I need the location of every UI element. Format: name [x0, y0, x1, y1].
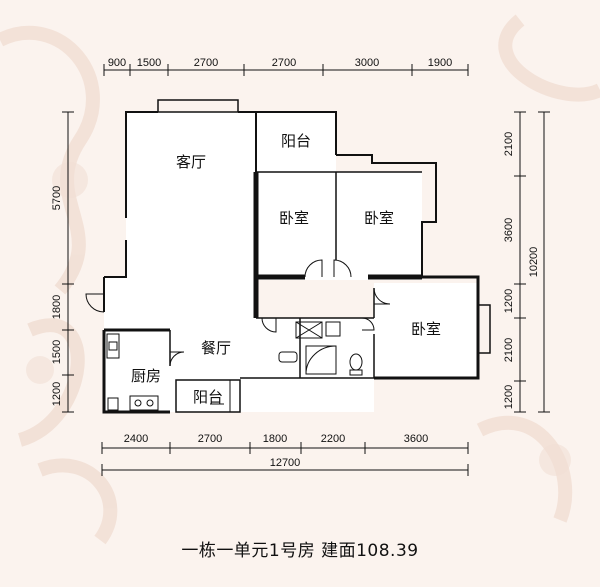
dim-left-1: 5700: [51, 186, 63, 210]
bottom-dimension-line: [101, 442, 469, 476]
dim-bottom-5: 3600: [404, 433, 428, 445]
room-bedroom-3-label: 卧室: [411, 320, 441, 338]
dim-left-2: 1800: [51, 295, 63, 319]
dim-top-3: 2700: [194, 57, 218, 69]
room-balcony-top-label: 阳台: [281, 132, 311, 150]
dim-right-5: 1200: [503, 385, 515, 409]
walls: [102, 99, 491, 414]
fixtures: [106, 321, 363, 412]
dim-right-total: 10200: [528, 247, 540, 278]
dim-left-4: 1200: [51, 382, 63, 406]
door-swings: [85, 259, 391, 367]
room-balcony-bottom-label: 阳台: [193, 388, 223, 406]
dim-bottom-2: 2700: [198, 433, 222, 445]
dim-right-2: 3600: [503, 218, 515, 242]
dim-left-3: 1500: [51, 340, 63, 364]
room-bedroom-2-label: 卧室: [364, 209, 394, 227]
dim-top-2: 1500: [137, 57, 161, 69]
dim-right-3: 1200: [503, 289, 515, 313]
dim-top-5: 3000: [355, 57, 379, 69]
room-bedroom-1-label: 卧室: [279, 209, 309, 227]
dim-right-4: 2100: [503, 338, 515, 362]
dim-bottom-3: 1800: [263, 433, 287, 445]
dim-bottom-4: 2200: [321, 433, 345, 445]
dim-bottom-total: 12700: [270, 457, 301, 469]
room-dining-label: 餐厅: [201, 339, 231, 357]
left-dimension-line: [62, 111, 74, 413]
dim-top-1: 900: [108, 57, 126, 69]
top-dimension-line: [103, 64, 469, 76]
room-kitchen-label: 厨房: [131, 367, 161, 385]
room-living-label: 客厅: [176, 153, 206, 171]
unit-caption: 一栋一单元1号房 建面108.39: [181, 541, 419, 561]
floor-fill: [104, 112, 478, 412]
dim-top-4: 2700: [272, 57, 296, 69]
dim-top-6: 1900: [428, 57, 452, 69]
dim-right-1: 2100: [503, 132, 515, 156]
dim-bottom-1: 2400: [124, 433, 148, 445]
right-dimension-line: [514, 111, 550, 413]
